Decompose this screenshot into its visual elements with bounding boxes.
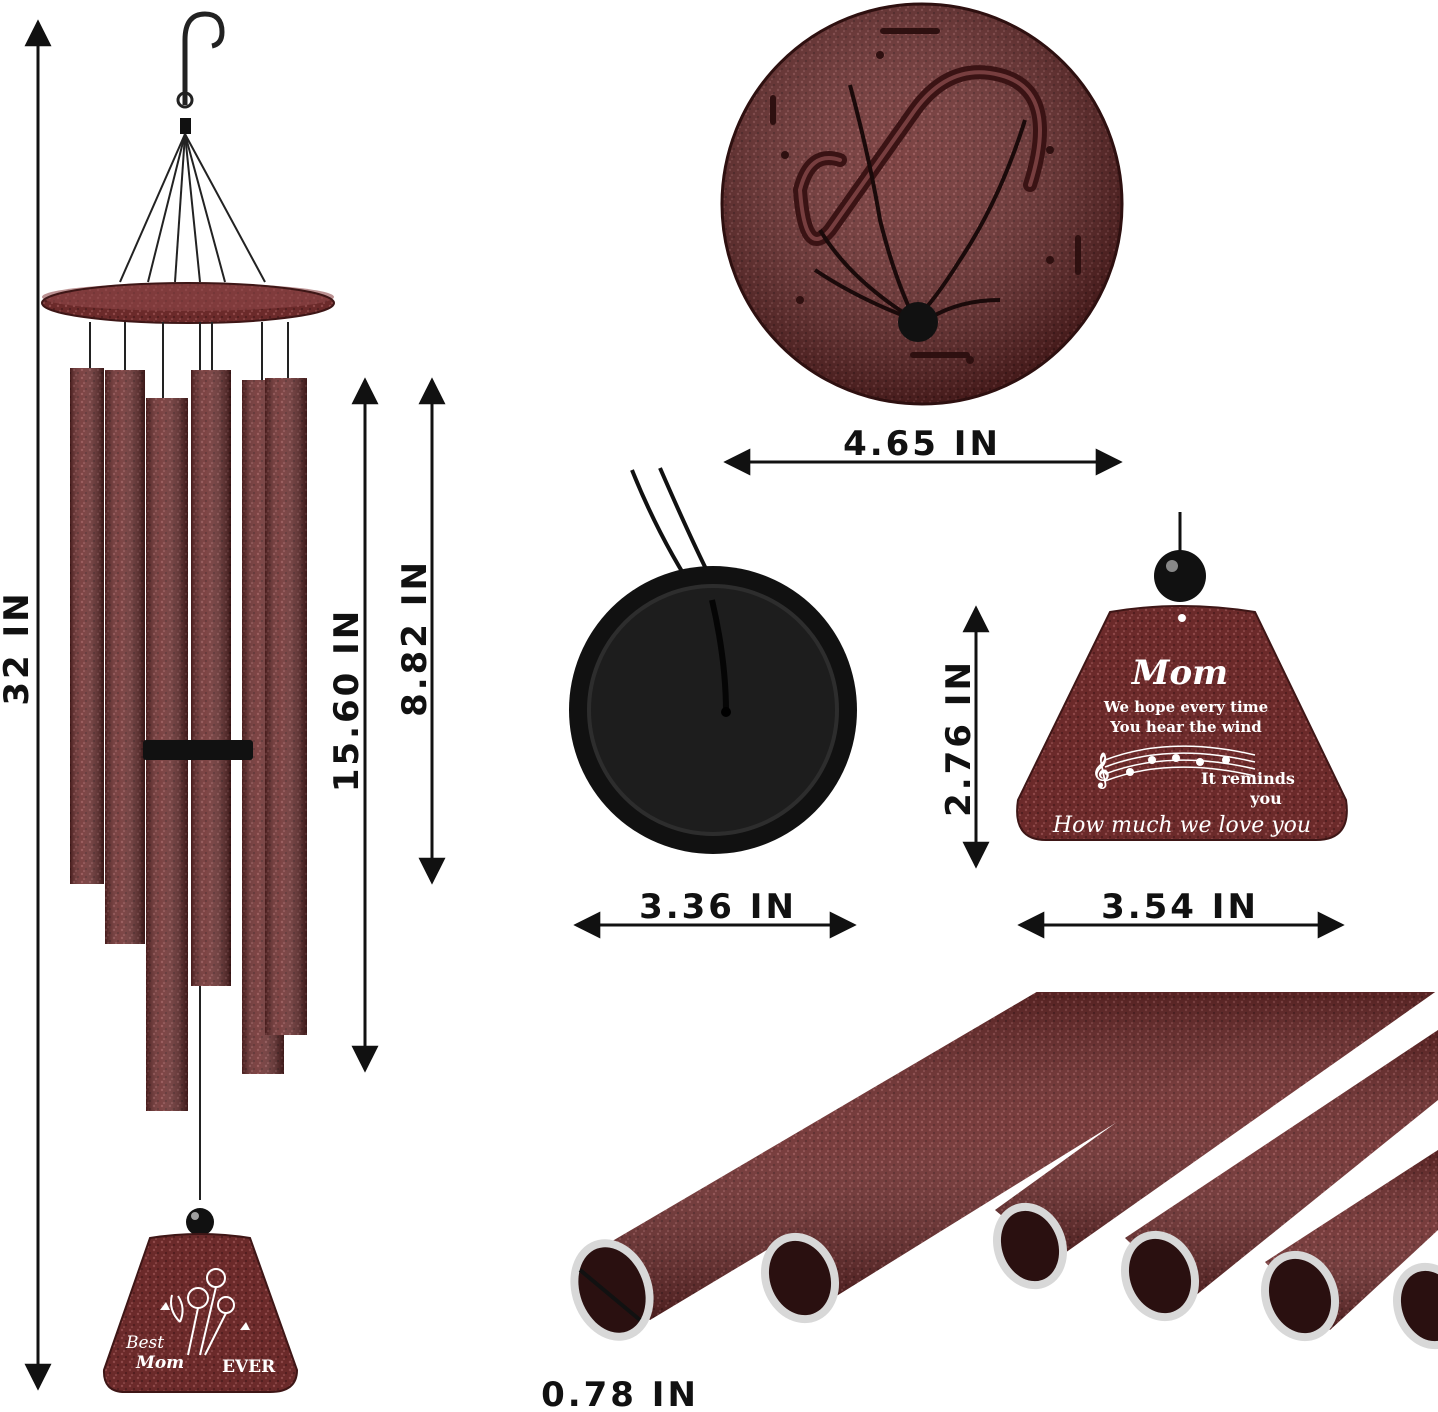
sail-line-3: It reminds: [1201, 769, 1295, 788]
label-tube-diameter: 0.78 IN: [541, 1375, 699, 1412]
label-longest-tube: 15.60 IN: [327, 608, 367, 793]
dimension-top-plate: 4.65 IN: [723, 424, 1123, 476]
small-sail-ever: EVER: [222, 1357, 276, 1377]
chime-tubes: [70, 368, 307, 1111]
chime-tube: [70, 368, 104, 884]
chime-tube: [265, 378, 307, 1035]
tube-end: [1260, 1150, 1438, 1342]
dimension-sail-height: 2.76 IN: [939, 605, 990, 869]
hanging-hook: [182, 11, 225, 105]
top-plate-detail: [720, 2, 1124, 406]
striker-detail: [569, 467, 857, 854]
dimension-shortest-tube: 8.82 IN: [395, 377, 446, 885]
sail-line-4: you: [1249, 789, 1282, 808]
tube-ends-closeup: [570, 992, 1438, 1350]
label-sail-width: 3.54 IN: [1101, 887, 1259, 927]
dimension-striker: 3.36 IN: [573, 887, 857, 939]
tube-end: [760, 992, 1327, 1324]
dimension-longest-tube: 15.60 IN: [327, 377, 379, 1073]
sail-line-1: We hope every time: [1103, 698, 1268, 716]
tube-end: [992, 992, 1436, 1290]
small-sail-mom: Mom: [135, 1353, 184, 1373]
dimension-sail-width: 3.54 IN: [1017, 887, 1345, 939]
large-wind-sail: Mom We hope every time You hear the wind…: [1016, 512, 1348, 841]
label-total-height: 32 IN: [0, 590, 37, 705]
dimension-total-height: 32 IN: [0, 19, 52, 1391]
tube-end: [1392, 1262, 1438, 1350]
sail-line-5: How much we love you: [1052, 813, 1311, 838]
svg-text:𝄞: 𝄞: [1092, 752, 1110, 790]
label-sail-height: 2.76 IN: [939, 659, 979, 817]
chime-tube: [105, 370, 145, 944]
sail-line-2: You hear the wind: [1109, 718, 1262, 736]
wind-chime-full: Best Mom EVER: [41, 11, 335, 1393]
suspension-lines: [119, 133, 266, 283]
knot-bead: [898, 302, 938, 342]
top-plate: [41, 282, 335, 324]
sail-title: Mom: [1131, 653, 1228, 693]
label-top-plate: 4.65 IN: [843, 424, 1001, 464]
small-wind-sail: Best Mom EVER: [102, 1233, 299, 1393]
sail-bead: [1154, 550, 1206, 602]
small-sail-best: Best: [125, 1333, 164, 1353]
striker-disc: [143, 740, 253, 760]
label-shortest-tube: 8.82 IN: [395, 559, 435, 717]
chime-tube: [191, 370, 231, 986]
label-striker: 3.36 IN: [639, 887, 797, 927]
bead: [186, 1208, 214, 1236]
tube-end: [1120, 1030, 1438, 1322]
